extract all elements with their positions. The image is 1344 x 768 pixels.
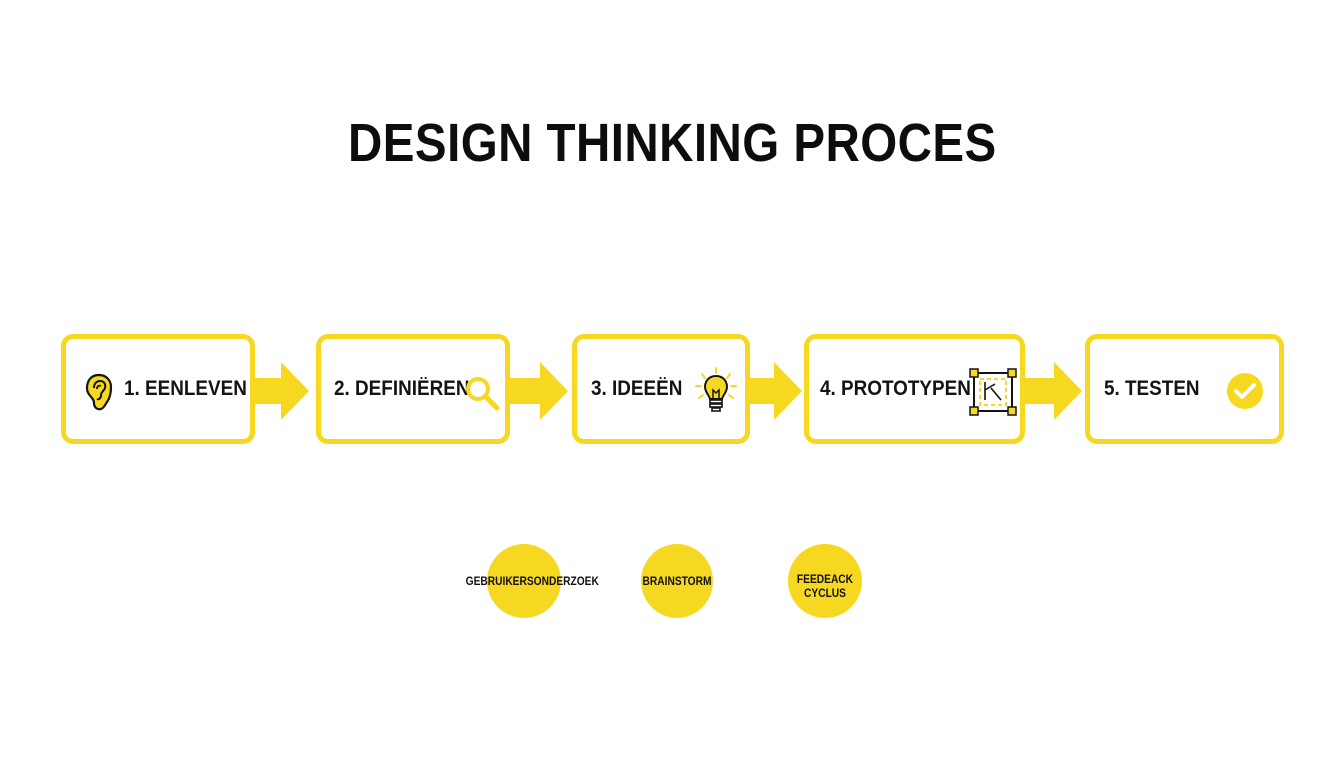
step-ideate: 3. IDEEËN [572, 334, 750, 444]
step-test: 5. TESTEN [1085, 334, 1284, 444]
prototype-frame-icon [969, 368, 1017, 421]
arrow-right-icon [510, 362, 568, 420]
activity-circle-user-research [487, 544, 561, 618]
page-title: DESIGN THINKING PROCES [348, 113, 997, 173]
ear-icon [84, 372, 114, 417]
lightbulb-icon [693, 366, 739, 421]
magnifier-icon [464, 375, 502, 418]
checkmark-circle-icon [1225, 371, 1265, 416]
activity-label-line: CYCLUS [804, 586, 846, 600]
step-label: 3. IDEEËN [591, 377, 683, 400]
activity-label: BRAINSTORM [642, 574, 712, 588]
activity-label: FEEDEACK CYCLUS [791, 572, 859, 600]
step-define: 2. DEFINIËREN [316, 334, 510, 444]
activity-label: GEBRUIKERSONDERZOEK [465, 574, 599, 588]
step-empathize: 1. EENLEVEN [61, 334, 255, 444]
step-label: 4. PROTOTYPEN [820, 377, 971, 400]
activity-circle-brainstorm [641, 544, 713, 618]
activity-label-line: FEEDEACK [796, 572, 854, 586]
activity-circle-feedback-cycle [788, 544, 862, 618]
arrow-right-icon [748, 362, 802, 420]
arrow-right-icon [1024, 362, 1082, 420]
arrow-right-icon [253, 362, 309, 420]
step-label: 2. DEFINIËREN [334, 377, 470, 400]
step-label: 5. TESTEN [1104, 377, 1200, 400]
step-prototype: 4. PROTOTYPEN [804, 334, 1025, 444]
step-label: 1. EENLEVEN [124, 377, 247, 400]
